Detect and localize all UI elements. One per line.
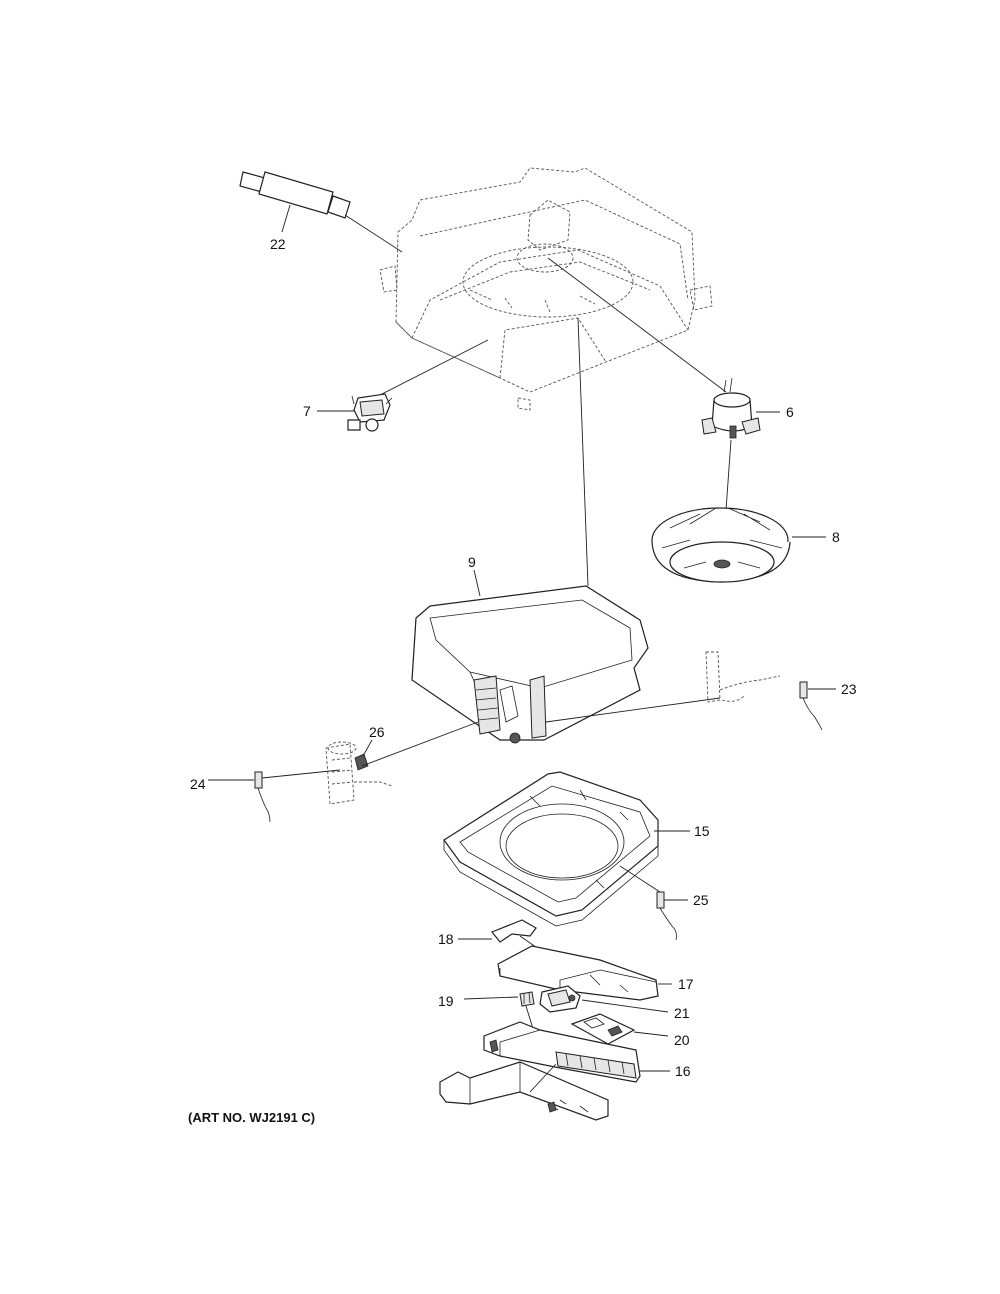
- part-7-drain-pump[interactable]: [347, 393, 393, 432]
- callout-26: 26: [369, 724, 385, 740]
- callout-19: 19: [438, 993, 454, 1009]
- piping-right-ghost: [705, 651, 781, 703]
- part-24-sensor[interactable]: [254, 771, 271, 823]
- part-23-sensor[interactable]: [799, 681, 823, 731]
- leader-26: [362, 739, 373, 757]
- callout-9: 9: [468, 554, 476, 570]
- callout-6: 6: [786, 404, 794, 420]
- part-9-evaporator-coil[interactable]: [411, 585, 649, 744]
- callout-16: 16: [675, 1063, 691, 1079]
- leader-22-target: [344, 214, 403, 253]
- leader-19: [463, 996, 519, 1000]
- part-22-insulation-tube[interactable]: [239, 171, 351, 219]
- leader-6-target: [547, 257, 727, 393]
- cabinet-housing: [379, 167, 713, 411]
- callout-15: 15: [694, 823, 710, 839]
- part-6-fan-motor[interactable]: [701, 377, 761, 439]
- coil-to-23-leader: [545, 697, 721, 723]
- part-19-terminal-block[interactable]: [519, 991, 535, 1007]
- part-8-blower-wheel[interactable]: [651, 507, 791, 583]
- leader-20: [633, 1031, 669, 1037]
- callout-25: 25: [693, 892, 709, 908]
- leader-21: [581, 999, 669, 1013]
- callout-8: 8: [832, 529, 840, 545]
- motor-to-fan-leader: [725, 439, 732, 511]
- part-16-control-box[interactable]: [483, 1021, 641, 1083]
- callout-21: 21: [674, 1005, 690, 1021]
- leader-7-target: [379, 339, 489, 396]
- callout-22: 22: [270, 236, 286, 252]
- piping-left-ghost: [325, 741, 393, 805]
- part-17-control-cover[interactable]: [497, 945, 659, 1001]
- part-21-relay[interactable]: [539, 985, 581, 1013]
- callout-20: 20: [674, 1032, 690, 1048]
- callout-24: 24: [190, 776, 206, 792]
- leader-22: [281, 204, 291, 233]
- part-15-drain-pan[interactable]: [443, 771, 659, 927]
- callout-7: 7: [303, 403, 311, 419]
- box-to-bracket-leader: [529, 1063, 557, 1093]
- callout-23: 23: [841, 681, 857, 697]
- part-20-pcb[interactable]: [570, 1013, 636, 1045]
- control-box-bracket[interactable]: [439, 1061, 609, 1121]
- part-25-sensor[interactable]: [656, 891, 677, 941]
- callout-17: 17: [678, 976, 694, 992]
- leader-9: [473, 569, 481, 597]
- leader-24-target: [261, 769, 341, 779]
- part-26-sensor-holder[interactable]: [354, 753, 369, 771]
- pan-to-25-leader: [619, 865, 661, 893]
- callout-18: 18: [438, 931, 454, 947]
- art-number: (ART NO. WJ2191 C): [188, 1110, 316, 1125]
- part-18-gasket[interactable]: [491, 919, 537, 943]
- coil-to-26-leader: [361, 721, 479, 767]
- housing-leader-vertical: [577, 317, 589, 587]
